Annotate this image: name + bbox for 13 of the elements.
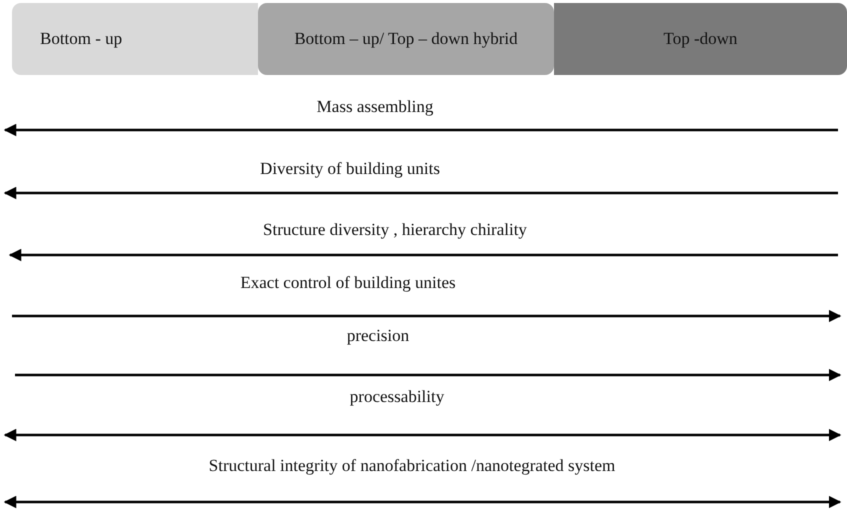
arrow-caption: Structural integrity of nanofabrication /nanotegrated system xyxy=(208,456,616,476)
arrow-caption: precision xyxy=(346,326,410,346)
arrow-caption: Structure diversity , hierarchy chirality xyxy=(263,220,527,240)
band-label: Bottom – up/ Top – down hybrid xyxy=(294,28,518,50)
band-label: Top -down xyxy=(664,28,738,50)
category-band xyxy=(258,3,554,75)
category-band xyxy=(12,3,258,75)
arrow-caption: Exact control of building unites xyxy=(240,273,456,293)
arrow-caption: Diversity of building units xyxy=(260,159,440,179)
category-band xyxy=(554,3,847,75)
band-label: Bottom - up xyxy=(40,28,122,50)
arrow-caption: processability xyxy=(350,387,444,407)
arrow-caption: Mass assembling xyxy=(316,97,434,117)
